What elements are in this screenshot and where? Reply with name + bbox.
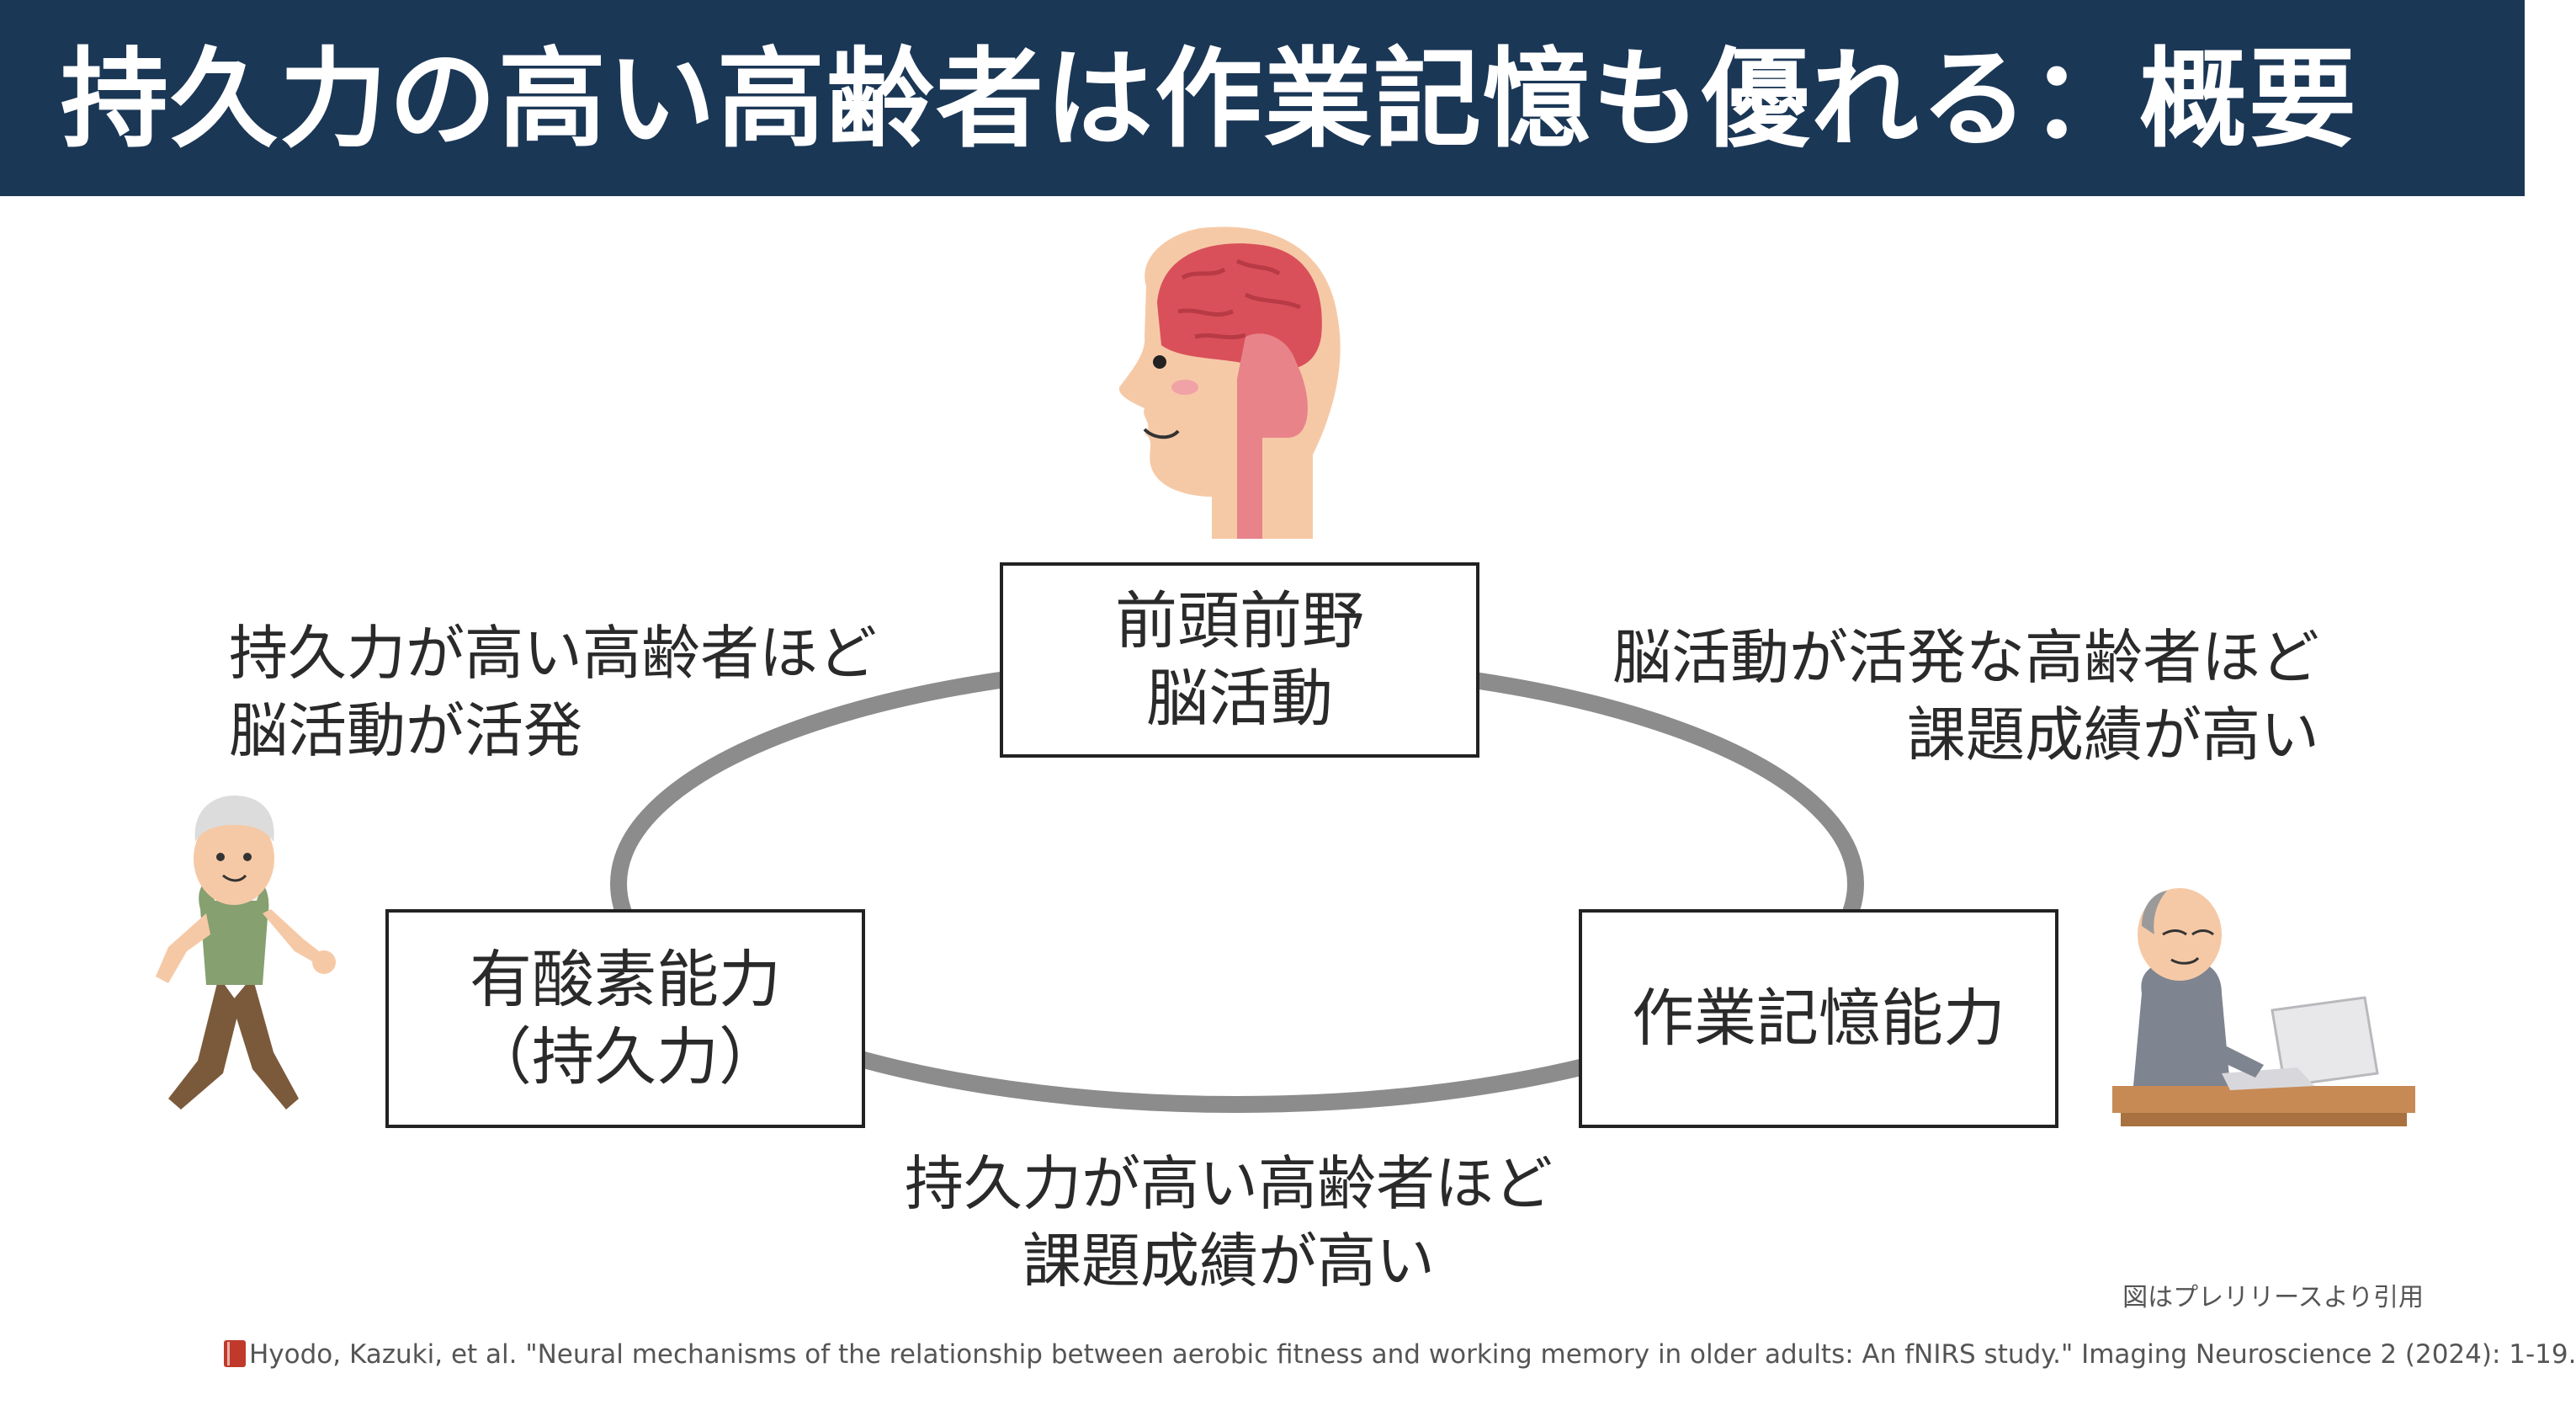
brain-head-icon — [1118, 226, 1341, 539]
edge-label-brain-memory: 脳活動が活発な高齢者ほど 課題成績が高い — [1612, 619, 2319, 774]
edge-label-fitness-brain: 持久力が高い高齢者ほど 脳活動が活発 — [229, 615, 877, 769]
edge-label-fitness-memory: 持久力が高い高齢者ほど 課題成績が高い — [892, 1145, 1565, 1300]
node-prefrontal-activity: 前頭前野 脳活動 — [1000, 562, 1479, 758]
node-aerobic-fitness: 有酸素能力 （持久力） — [385, 909, 865, 1128]
edge-brain-memory-line-1: 脳活動が活発な高齢者ほど — [1612, 623, 2319, 692]
node-working-memory: 作業記憶能力 — [1579, 909, 2058, 1128]
edge-brain-memory-line-2: 課題成績が高い — [1907, 700, 2319, 769]
walking-elderly-man-icon — [156, 796, 336, 1110]
node-fitness-line-1: 有酸素能力 — [470, 944, 781, 1016]
edge-fitness-memory-line-2: 課題成績が高い — [1022, 1227, 1435, 1296]
node-prefrontal-line-1: 前頭前野 — [1115, 585, 1364, 657]
citation-text: Hyodo, Kazuki, et al. "Neural mechanisms… — [249, 1339, 2576, 1370]
title-bar: 持久力の高い高齢者は作業記憶も優れる：概要 — [0, 0, 2525, 196]
node-memory-line-1: 作業記憶能力 — [1632, 982, 2005, 1055]
edge-fitness-brain-line-1: 持久力が高い高齢者ほど — [229, 619, 877, 688]
elderly-man-laptop-icon — [2112, 888, 2415, 1126]
edge-fitness-brain-line-2: 脳活動が活発 — [229, 696, 582, 765]
page-title: 持久力の高い高齢者は作業記憶も優れる：概要 — [61, 37, 2359, 162]
node-prefrontal-line-2: 脳活動 — [1146, 663, 1333, 735]
book-icon — [224, 1340, 246, 1367]
figure-source-note: 図はプレリリースより引用 — [2122, 1283, 2424, 1312]
node-fitness-line-2: （持久力） — [470, 1021, 781, 1094]
edge-fitness-memory-line-1: 持久力が高い高齢者ほど — [905, 1149, 1553, 1218]
